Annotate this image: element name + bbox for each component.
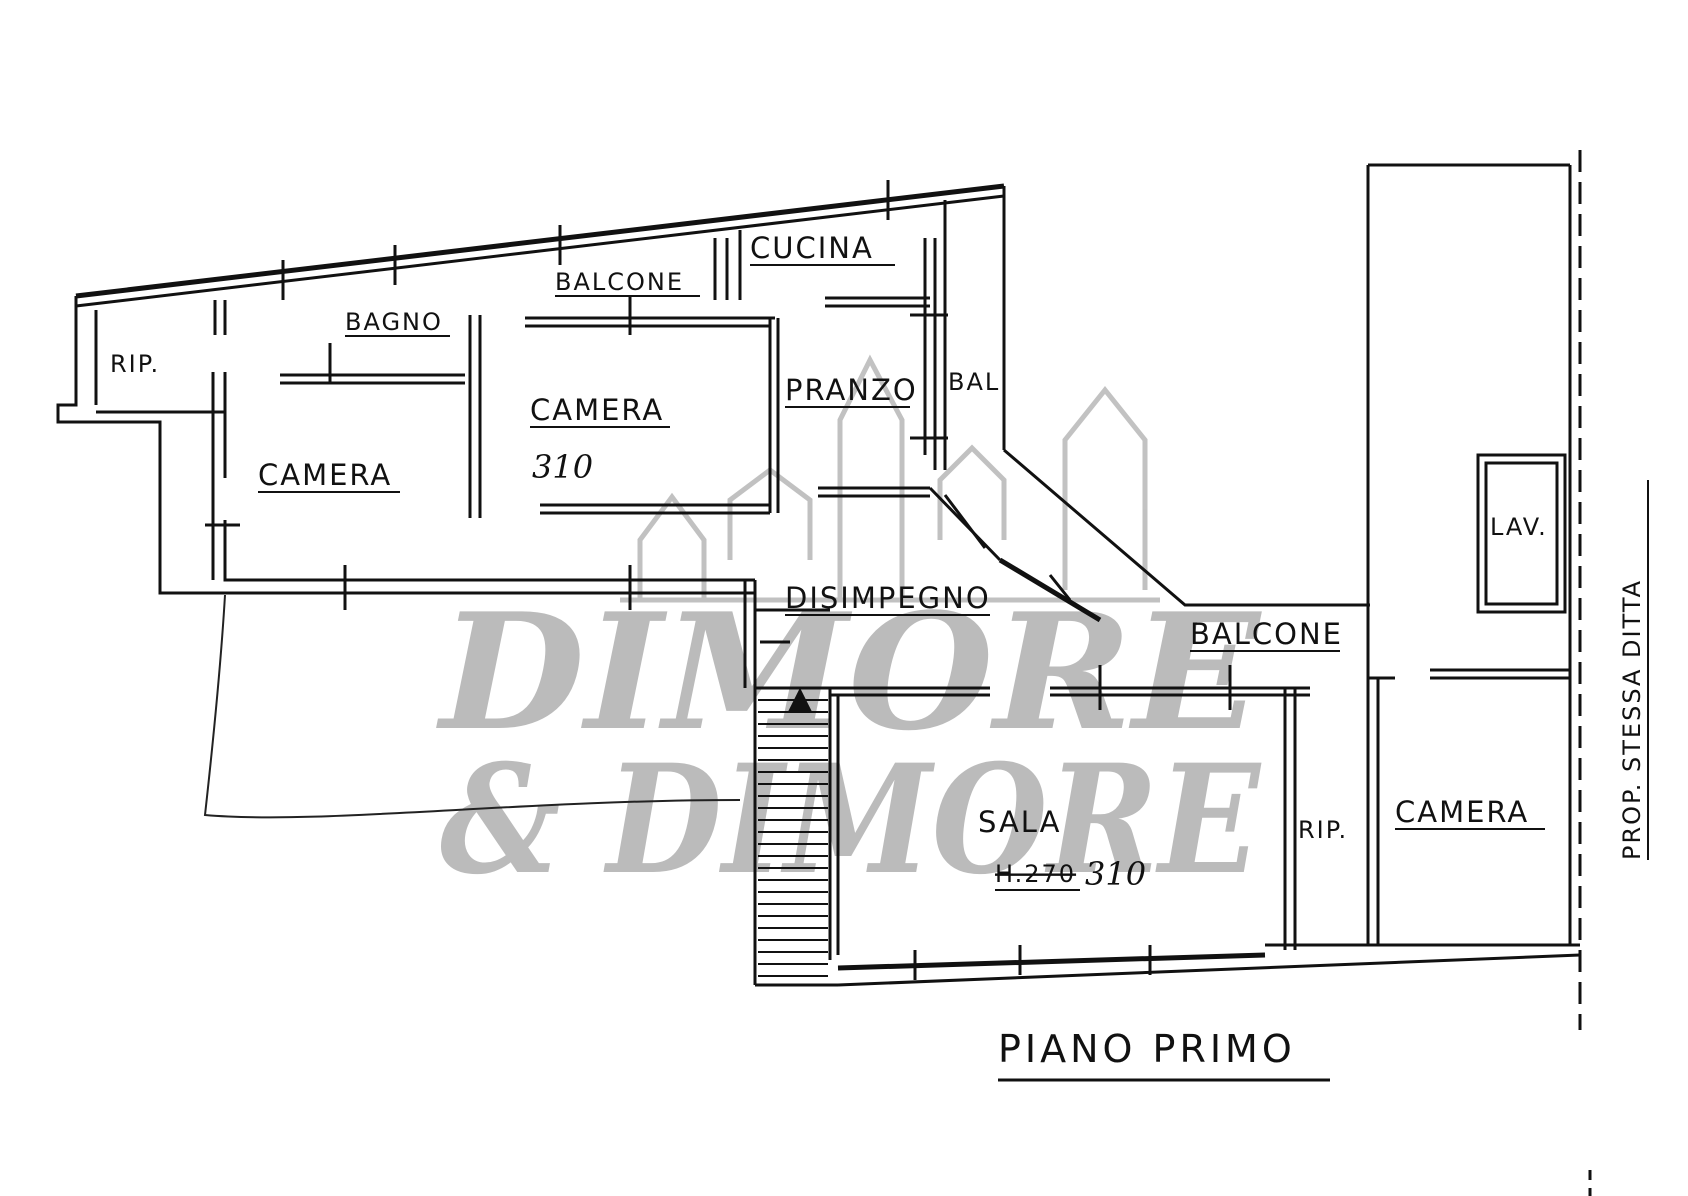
label-balcone-right: BALCONE [1190, 617, 1343, 651]
label-disimpegno: DISIMPEGNO [785, 581, 991, 615]
label-lav: LAV. [1490, 513, 1548, 541]
label-sala: SALA [978, 805, 1061, 839]
label-cucina: CUCINA [750, 231, 874, 265]
window-marks [205, 180, 1232, 980]
label-bagno: BAGNO [345, 308, 443, 336]
watermark-line1: DIMORE [436, 578, 1262, 766]
walls [56, 150, 1592, 1196]
label-bal: BAL. [948, 368, 1010, 396]
plan-title: PIANO PRIMO [998, 1027, 1296, 1071]
side-note: PROP. STESSA DITTA [1618, 579, 1646, 860]
label-rip-left: RIP. [110, 350, 160, 378]
watermark-line2: & DIMORE [440, 732, 1262, 908]
room-labels: RIP. BAGNO BALCONE CUCINA CAMERA CAMERA … [110, 231, 1548, 893]
label-pranzo: PRANZO [785, 373, 918, 407]
label-sala-height-old: H.270 [995, 860, 1076, 888]
label-balcone-top: BALCONE [555, 268, 684, 296]
label-rip-right: RIP. [1298, 816, 1348, 844]
label-sala-height-new: 310 [1085, 855, 1146, 893]
watermark-logo: DIMORE & DIMORE [436, 354, 1262, 908]
staircase [758, 687, 828, 977]
label-camera-right: CAMERA [1395, 795, 1529, 829]
garden-outline [203, 594, 741, 819]
label-camera-center-height: 310 [532, 448, 593, 486]
label-camera-left: CAMERA [258, 458, 392, 492]
label-camera-center: CAMERA [530, 393, 664, 427]
